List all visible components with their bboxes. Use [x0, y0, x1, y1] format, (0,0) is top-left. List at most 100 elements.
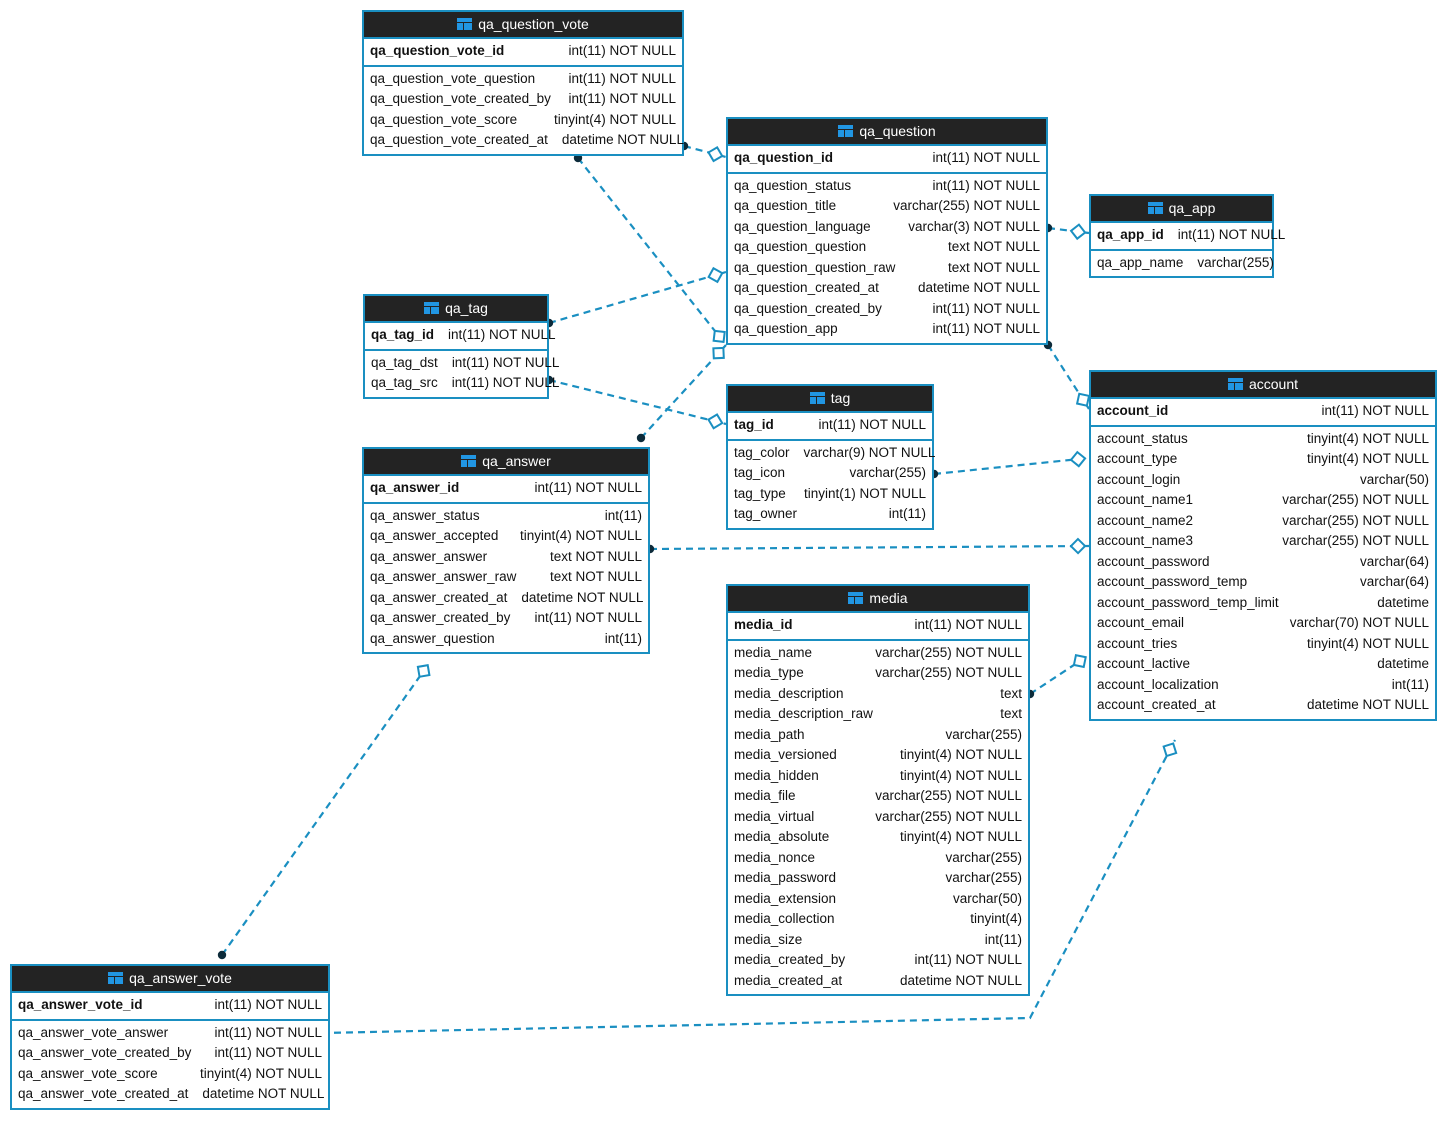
column-type: varchar(9) NOT NULL [803, 444, 936, 460]
table-header[interactable]: qa_app [1091, 196, 1272, 223]
column-row[interactable]: tag_color varchar(9) NOT NULL [728, 443, 935, 464]
table-header[interactable]: qa_answer [364, 449, 648, 476]
relationship-line [1029, 654, 1090, 695]
table-header[interactable]: media [728, 586, 1028, 613]
table-name: tag [830, 390, 851, 406]
column-name: qa_app_id [1097, 227, 1164, 242]
table-header[interactable]: qa_question [728, 119, 1046, 146]
table-header[interactable]: account [1091, 372, 1435, 399]
table-header[interactable]: qa_answer_vote [12, 966, 328, 993]
table-header[interactable]: tag [728, 386, 932, 413]
column-name: account_type [1097, 451, 1178, 466]
column-name: qa_app_name [1097, 254, 1184, 270]
column-type: int(11) NOT NULL [568, 91, 676, 106]
column-type: int(11) [888, 506, 926, 521]
column-name: tag_color [734, 444, 790, 460]
table-header[interactable]: qa_question_vote [364, 12, 682, 39]
column-type: int(11) NOT NULL [214, 1024, 322, 1040]
column-name: qa_question_status [734, 177, 852, 193]
table-header[interactable]: qa_tag [365, 296, 547, 323]
